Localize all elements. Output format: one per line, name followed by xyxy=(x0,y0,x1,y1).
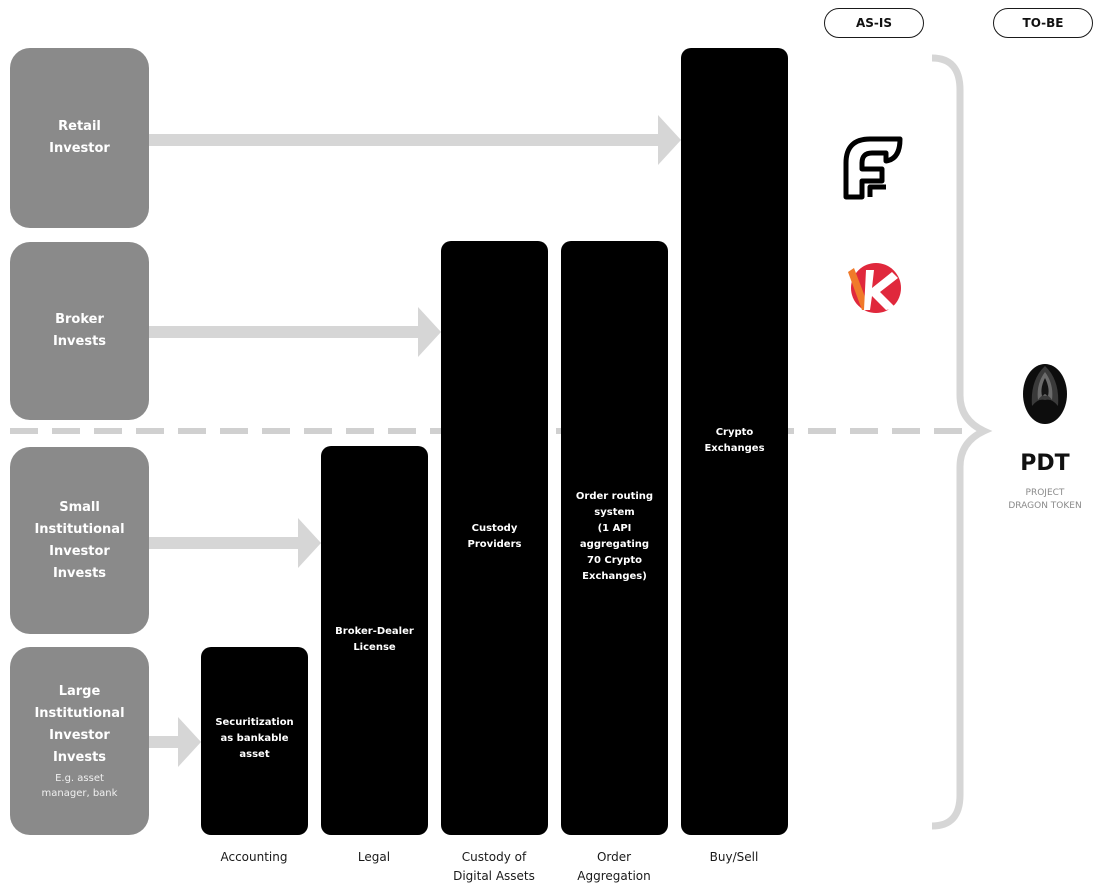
column-order-routing: Order routing system (1 API aggregating … xyxy=(561,241,668,835)
column-text: Custody Providers xyxy=(467,523,522,550)
investor-large-institutional: Large Institutional Investor Invests E.g… xyxy=(10,647,149,835)
column-broker-dealer-license: Broker-Dealer License xyxy=(321,446,428,835)
investor-name: Small Institutional Investor Invests xyxy=(34,499,125,581)
investor-small-institutional: Small Institutional Investor Invests xyxy=(10,447,149,634)
column-label-buy-sell: Buy/Sell xyxy=(709,850,759,864)
to-be-label: TO-BE xyxy=(993,8,1093,38)
column-label-accounting: Accounting xyxy=(220,850,288,864)
arrow-small-institutional xyxy=(149,518,321,568)
column-custody-providers: Custody Providers xyxy=(441,241,548,835)
arrow-large-institutional xyxy=(149,717,201,767)
investor-name: Retail Investor xyxy=(49,119,110,156)
as-is-label: AS-IS xyxy=(824,8,924,38)
to-be-brace xyxy=(931,54,993,830)
dragon-egg-icon xyxy=(1023,364,1067,424)
column-text: Securitization as bankable asset xyxy=(215,717,294,760)
column-text: Crypto Exchanges xyxy=(704,427,765,454)
column-text: Order routing system (1 API aggregating … xyxy=(575,491,654,582)
k-logo-icon xyxy=(848,263,901,313)
investor-broker: Broker Invests xyxy=(10,242,149,420)
arrow-retail xyxy=(149,115,681,165)
investor-name: Broker Invests xyxy=(52,312,107,349)
investor-examples: E.g. asset manager, bank xyxy=(41,773,118,799)
investor-retail: Retail Investor xyxy=(10,48,149,228)
column-text: Broker-Dealer License xyxy=(335,626,414,653)
f-logo-icon xyxy=(843,136,903,200)
column-crypto-exchanges: Crypto Exchanges xyxy=(681,48,788,835)
column-label-order-aggregation: Order Aggregation xyxy=(577,850,651,883)
arrow-broker xyxy=(149,307,441,357)
column-label-legal: Legal xyxy=(357,850,391,864)
column-label-custody: Custody of Digital Assets xyxy=(453,850,535,883)
pdt-subtitle: PROJECT DRAGON TOKEN xyxy=(1008,488,1082,511)
investor-name: Large Institutional Investor Invests xyxy=(34,684,125,765)
column-securitization: Securitization as bankable asset xyxy=(201,647,308,835)
pdt-title: PDT xyxy=(1020,451,1070,476)
